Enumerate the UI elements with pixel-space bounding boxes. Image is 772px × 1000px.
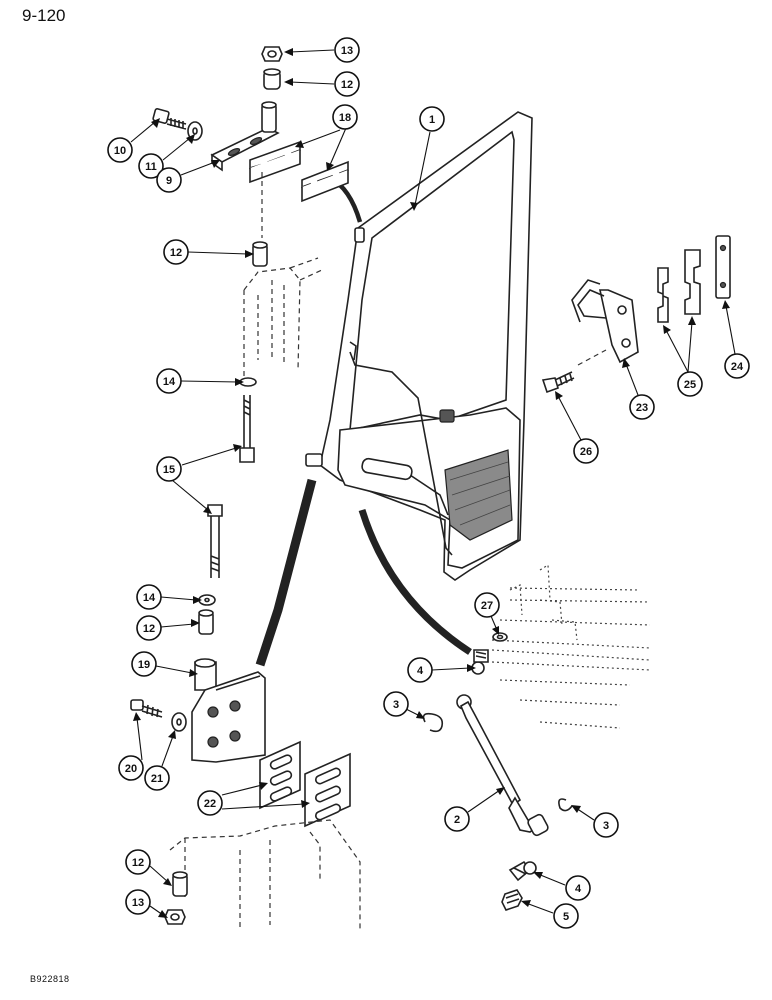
callout-label: 27 [481,600,493,612]
callout-25: 25 [677,371,703,397]
figure-code: B922818 [30,974,70,984]
callout-label: 21 [151,773,163,785]
callout-label: 3 [393,699,399,711]
callout-10: 10 [107,137,133,163]
callout-23: 23 [629,394,655,420]
callout-15: 15 [156,456,182,482]
callout-24: 24 [724,353,750,379]
lower-hinge-group [130,658,361,930]
callout-4: 4 [407,657,433,683]
callout-label: 11 [145,161,157,173]
callout-label: 24 [731,361,744,373]
door-frame [305,111,533,581]
callout-14: 14 [136,584,162,610]
callout-label: 26 [580,446,592,458]
callout-label: 3 [603,820,609,832]
callout-leaders [130,48,736,918]
gas-strut-group [422,563,651,911]
callout-label: 9 [166,175,172,187]
callout-label: 15 [163,464,175,476]
callout-12: 12 [163,239,189,265]
callout-20: 20 [118,755,144,781]
callout-label: 14 [163,376,176,388]
upper-hinge-group [152,46,349,635]
callout-label: 20 [125,763,137,775]
callout-label: 19 [138,659,150,671]
callout-label: 10 [114,145,126,157]
callout-label: 25 [684,379,696,391]
callout-label: 5 [563,911,569,923]
callout-3: 3 [383,691,409,717]
callout-22: 22 [197,790,223,816]
latch-group [541,235,731,394]
callout-14: 14 [156,368,182,394]
callout-label: 22 [204,798,216,810]
callout-13: 13 [334,37,360,63]
callout-label: 12 [341,79,353,91]
callout-1: 1 [419,106,445,132]
callout-5: 5 [553,903,579,929]
callout-label: 12 [132,857,144,869]
callout-label: 13 [341,45,353,57]
callout-21: 21 [144,765,170,791]
callout-18: 18 [332,104,358,130]
callout-label: 14 [143,592,156,604]
callout-4: 4 [565,875,591,901]
callout-27: 27 [474,592,500,618]
callout-label: 12 [170,247,182,259]
page-number: 9-120 [22,6,66,25]
callout-label: 4 [575,883,582,895]
callout-13: 13 [125,889,151,915]
callout-label: 13 [132,897,144,909]
callout-2: 2 [444,806,470,832]
callout-26: 26 [573,438,599,464]
callout-label: 23 [636,402,648,414]
callout-9: 9 [156,167,182,193]
callout-label: 2 [454,814,460,826]
callout-12: 12 [334,71,360,97]
callout-3: 3 [593,812,619,838]
callouts: 13 12 10 11 9 18 1 12 14 15 14 12 19 20 … [107,37,750,929]
callout-19: 19 [131,651,157,677]
callout-12: 12 [136,615,162,641]
callout-label: 12 [143,623,155,635]
callout-label: 18 [339,112,351,124]
callout-label: 1 [429,114,435,126]
callout-11: 11 [138,153,164,179]
callout-label: 4 [417,665,424,677]
callout-12: 12 [125,849,151,875]
